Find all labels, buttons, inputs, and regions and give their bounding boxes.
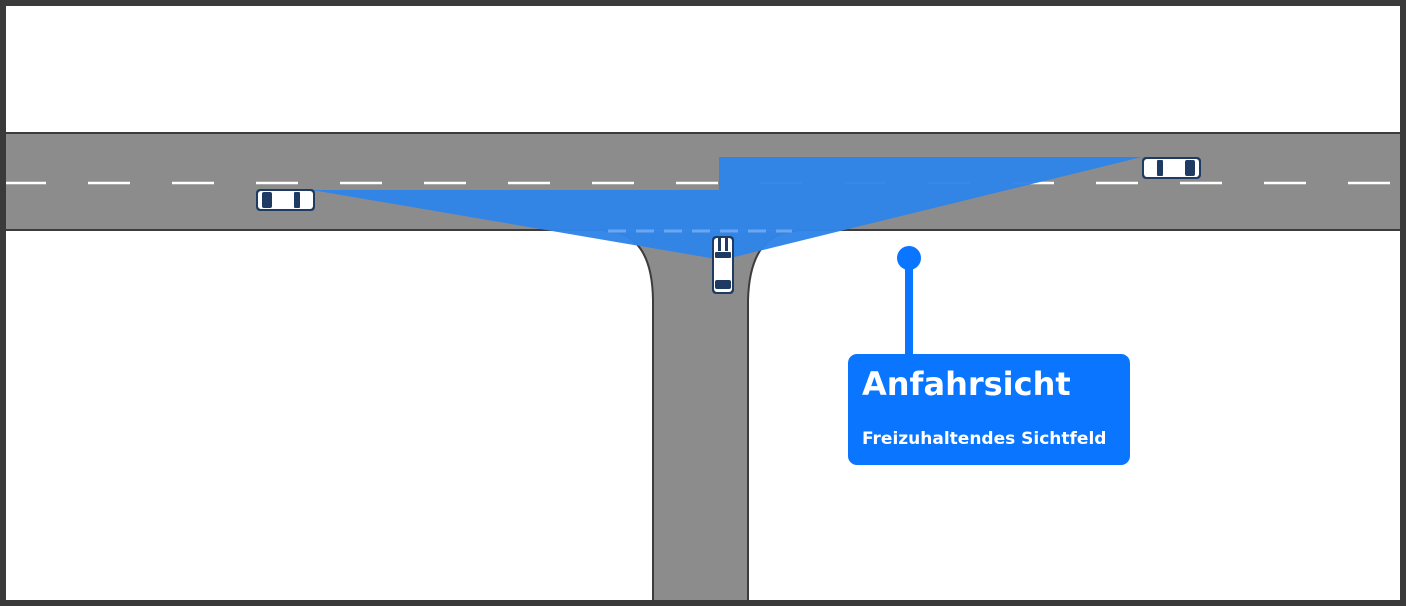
car-waiting-icon [712, 236, 734, 294]
sight-field [312, 157, 1142, 260]
legend-subtitle: Freizuhaltendes Sichtfeld [862, 429, 1107, 449]
legend-callout: Anfahrsicht Freizuhaltendes Sichtfeld [848, 354, 1130, 465]
legend-title: Anfahrsicht [862, 365, 1071, 403]
car-right-icon [1142, 157, 1201, 179]
car-left-icon [256, 189, 315, 211]
pointer-stem [905, 258, 913, 358]
